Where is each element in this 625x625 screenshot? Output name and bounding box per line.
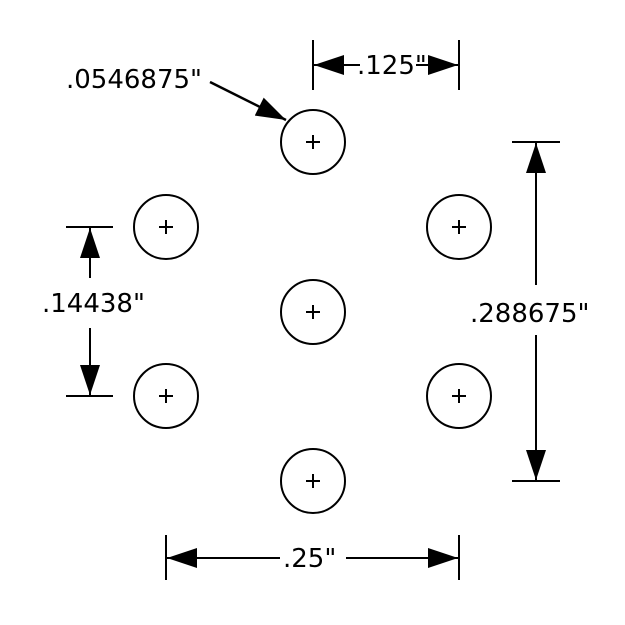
top-spacing-label: .125"	[357, 51, 427, 81]
hole-upper-right	[426, 194, 492, 260]
diameter-callout: .0546875"	[66, 65, 287, 122]
left-spacing-dimension	[66, 226, 113, 397]
right-height-label: .288675"	[470, 299, 589, 329]
hole-center	[280, 279, 346, 345]
hole-lower-right	[426, 363, 492, 429]
diameter-label: .0546875"	[66, 65, 202, 95]
right-height-dimension	[512, 141, 560, 482]
hole-lower-left	[133, 363, 199, 429]
left-spacing-label: .14438"	[42, 289, 145, 319]
top-spacing-dimension	[312, 40, 460, 90]
hole-upper-left	[133, 194, 199, 260]
bottom-width-label: .25"	[283, 544, 336, 574]
bottom-width-dimension	[165, 535, 460, 580]
hole-bottom	[280, 448, 346, 514]
diameter-leader-arrow	[209, 80, 287, 122]
hole-top	[280, 109, 346, 175]
